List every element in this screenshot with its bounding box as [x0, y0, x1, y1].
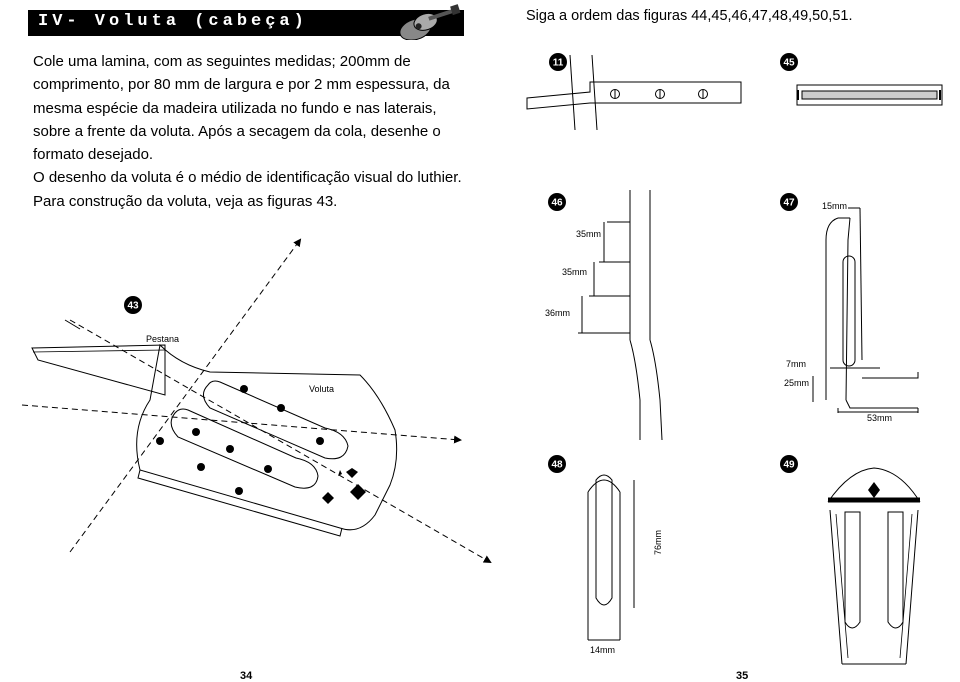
- intro-line: formato desejado.: [33, 146, 154, 164]
- figure-badge-label: 49: [783, 460, 795, 471]
- intro-text: Cole uma lamina, com as seguintes medida…: [33, 50, 473, 213]
- intro-line: mesma espécie da madeira utilizada no fu…: [33, 99, 437, 117]
- intro-line: sobre a frente da voluta. Após a secagem…: [33, 122, 441, 140]
- label-pestana: Pestana: [146, 334, 179, 344]
- label-voluta: Voluta: [309, 384, 334, 394]
- figure-badge-label: 11: [553, 58, 564, 69]
- header-bar: IV- Voluta (cabeça): [28, 10, 464, 36]
- figure-badge: [548, 455, 566, 473]
- dimension-label: 35mm: [562, 267, 587, 277]
- dimension-label: 7mm: [786, 359, 806, 369]
- intro-line: Cole uma lamina, com as seguintes medida…: [33, 53, 411, 70]
- intro-line: comprimento, por 80 mm de largura e por …: [33, 76, 450, 94]
- page-title: IV- Voluta (cabeça): [38, 12, 308, 31]
- figure-47: 47 15mm 7mm 25mm 53mm: [780, 193, 919, 423]
- figure-badge-label: 47: [783, 198, 795, 209]
- dimension-label: 14mm: [590, 645, 615, 655]
- dimension-label: 36mm: [545, 308, 570, 318]
- figure-46: 46 35mm 35mm 36mm: [545, 190, 663, 441]
- dimension-label: 25mm: [784, 378, 809, 388]
- dimension-label: 53mm: [867, 413, 892, 423]
- guitar-illustration: [399, 4, 461, 40]
- figure-order-instruction: Siga a ordem das figuras 44,45,46,47,48,…: [526, 8, 853, 24]
- dimension-label: 35mm: [576, 229, 601, 239]
- dimension-label: 15mm: [822, 201, 847, 211]
- dimension-label: 76mm: [653, 530, 663, 555]
- figure-badge: [549, 53, 567, 71]
- page-number-left: 34: [240, 670, 253, 682]
- figure-badge-label: 46: [551, 198, 563, 209]
- figure-badge: [780, 53, 798, 71]
- figure-43: 43 Pestana Voluta: [21, 238, 492, 563]
- figure-48: 48 76mm 14mm: [548, 455, 663, 655]
- figure-badge-label: 48: [551, 460, 563, 471]
- figure-badge: [548, 193, 566, 211]
- figure-45: 45: [780, 53, 943, 106]
- figure-badge: [780, 455, 798, 473]
- figure-badge: [124, 296, 142, 314]
- figure-badge-label: 43: [127, 301, 139, 312]
- page-number-right: 35: [736, 670, 749, 682]
- intro-line: O desenho da voluta é o médio de identif…: [33, 169, 462, 187]
- figure-44: 11: [526, 53, 742, 131]
- figure-badge-label: 45: [783, 58, 795, 69]
- figure-badge: [780, 193, 798, 211]
- intro-line: Para construção da voluta, veja as figur…: [33, 192, 338, 210]
- figure-49: 49: [780, 455, 921, 665]
